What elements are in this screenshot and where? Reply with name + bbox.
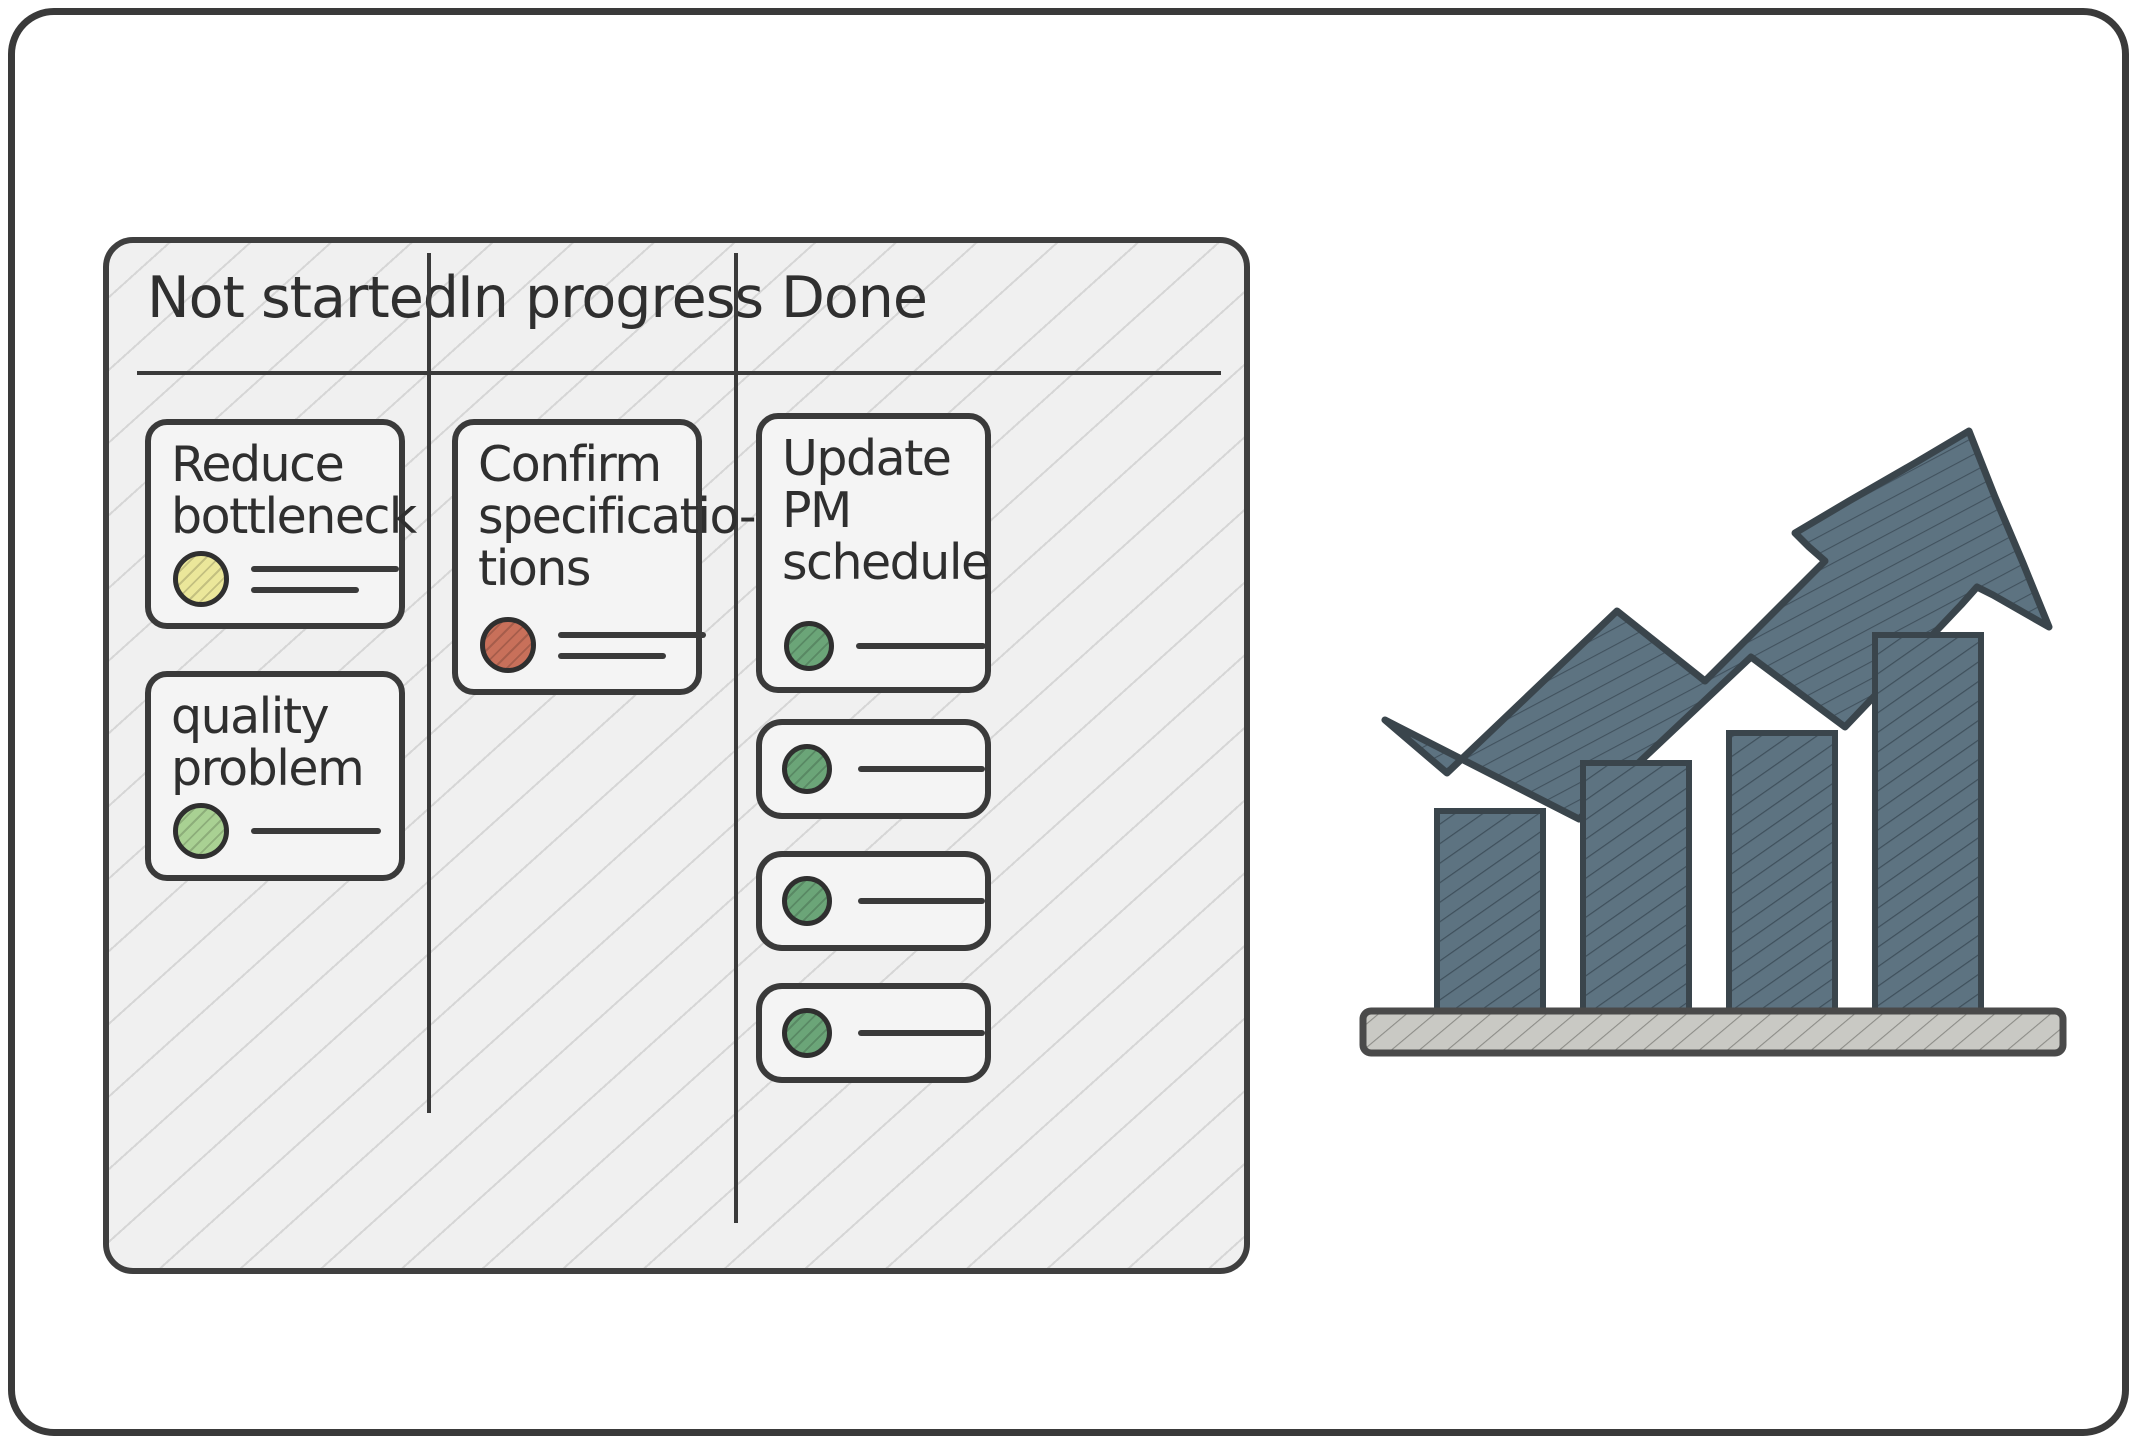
card-confirm-specifications[interactable]: Confirm specificatio- tions xyxy=(452,419,757,695)
card-meta-row xyxy=(784,621,986,671)
status-dot-red[interactable] xyxy=(480,617,536,673)
card-meta-row xyxy=(173,803,381,859)
meta-line xyxy=(251,586,359,593)
meta-line xyxy=(856,643,986,649)
header-divider-rule xyxy=(137,371,1221,375)
meta-line xyxy=(858,1030,985,1036)
column-divider-2 xyxy=(734,253,738,1223)
card-update-pm-schedule[interactable]: Update PM schedule xyxy=(756,413,991,693)
growth-chart-svg xyxy=(1359,427,2067,1057)
column-header-done: Done xyxy=(781,265,928,331)
chart-base-shelf xyxy=(1359,1007,2067,1057)
meta-placeholder-lines xyxy=(251,565,399,593)
column-header-in-progress: In progress xyxy=(457,265,764,331)
card-done-item-3[interactable] xyxy=(756,851,991,951)
chart-bar-2 xyxy=(1580,760,1692,1018)
trend-arrow-icon xyxy=(1381,427,2053,823)
card-quality-problem[interactable]: quality problem xyxy=(145,671,405,881)
meta-line xyxy=(251,565,399,572)
status-dot-green[interactable] xyxy=(782,876,832,926)
card-meta-row xyxy=(173,551,399,607)
chart-bar-1 xyxy=(1434,808,1546,1018)
meta-placeholder-lines xyxy=(856,643,986,649)
meta-line xyxy=(858,766,985,772)
outer-frame: Not started In progress Done Reduce bott… xyxy=(8,8,2129,1436)
card-title: Confirm specificatio- tions xyxy=(478,436,757,597)
meta-placeholder-lines xyxy=(251,828,381,834)
chart-bar-4 xyxy=(1872,632,1984,1018)
status-dot-green[interactable] xyxy=(784,621,834,671)
status-dot-yellow[interactable] xyxy=(173,551,229,607)
meta-placeholder-lines xyxy=(558,631,706,659)
status-dot-green[interactable] xyxy=(782,744,832,794)
growth-chart-illustration xyxy=(1355,375,2095,1075)
card-title: quality problem xyxy=(171,688,365,797)
card-title: Update PM schedule xyxy=(782,430,991,591)
card-reduce-bottleneck[interactable]: Reduce bottleneck xyxy=(145,419,417,629)
column-divider-1 xyxy=(427,253,431,1113)
meta-line xyxy=(251,828,381,834)
chart-bar-3 xyxy=(1726,730,1838,1018)
status-dot-light-green[interactable] xyxy=(173,803,229,859)
column-header-not-started: Not started xyxy=(147,265,459,331)
meta-line xyxy=(558,631,706,638)
meta-line xyxy=(858,898,985,904)
card-meta-row xyxy=(480,617,706,673)
card-done-item-4[interactable] xyxy=(756,983,991,1083)
status-dot-green[interactable] xyxy=(782,1008,832,1058)
card-title: Reduce bottleneck xyxy=(171,436,417,545)
card-done-item-2[interactable] xyxy=(756,719,991,819)
kanban-board: Not started In progress Done Reduce bott… xyxy=(103,237,1250,1274)
meta-line xyxy=(558,652,666,659)
